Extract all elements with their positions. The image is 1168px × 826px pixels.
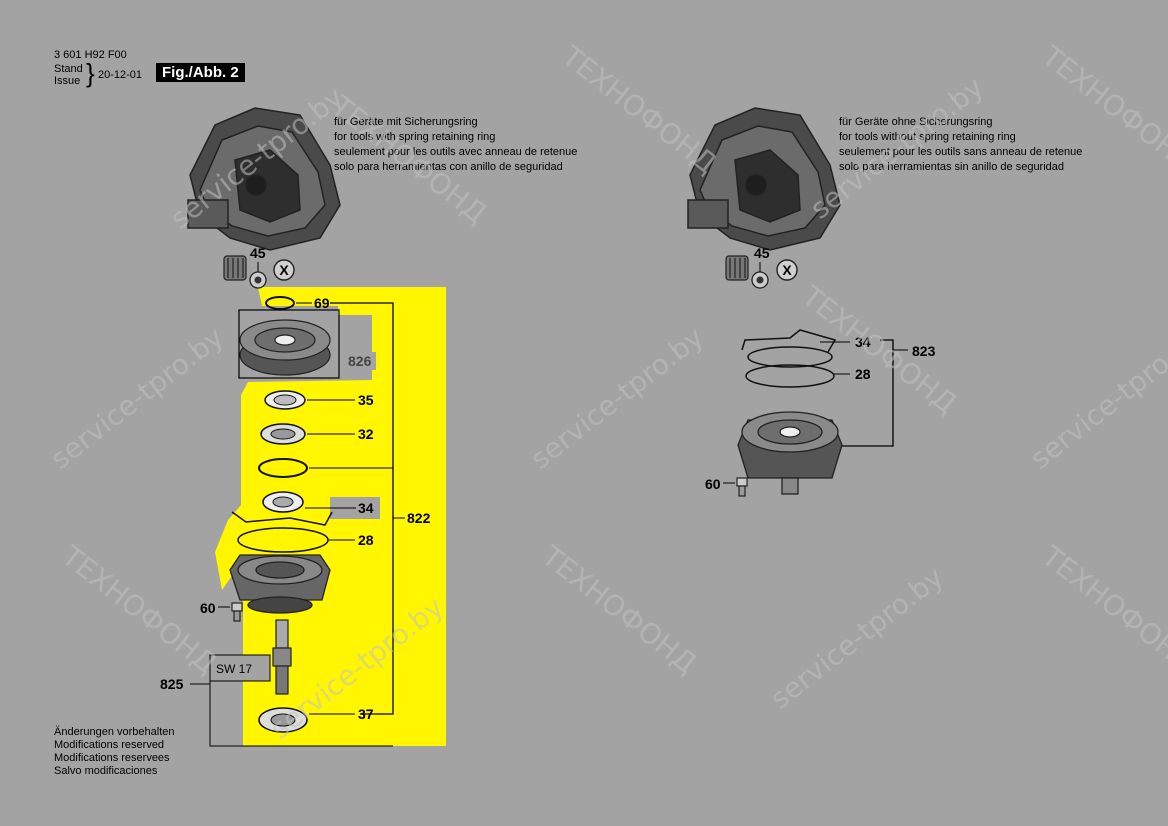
right-x-circle [776,259,798,281]
right-label-60: 60 [705,476,721,492]
watermark-text: ТЕХНОФОНД [55,539,223,680]
left-label-60: 60 [200,600,216,616]
modifications-line: Modifications reserved [54,739,165,751]
left-note: für Geräte mit Sicherungsring for tools … [334,115,577,175]
right-label-45: 45 [754,245,770,261]
left-label-34: 34 [358,500,374,516]
right-label-x: X [782,262,792,278]
left-bearing-37 [258,707,308,733]
left-label-35: 35 [358,392,374,408]
issue-label: Issue [54,75,81,87]
left-bevel-gear [239,319,331,376]
watermark-text: ТЕХНОФОНД [325,89,493,230]
left-screw-60 [231,602,243,622]
right-gear-housing [687,107,841,251]
right-note-line: für Geräte ohne Sicherungsring [839,116,993,128]
watermark-text: ТЕХНОФОНД [535,539,703,680]
left-spring-28 [231,511,333,526]
watermark-text: ТЕХНОФОНД [555,39,723,180]
left-nut [249,271,267,289]
left-bearing-34 [262,491,304,513]
issue-date: 20-12-01 [98,69,143,81]
stand-label: Stand [54,63,83,75]
right-label-28: 28 [855,366,871,382]
figure-label: Fig./Abb. 2 [156,63,245,82]
left-label-45: 45 [250,245,266,261]
left-retaining-ring [258,458,308,478]
watermark-text: service-tpro.by [524,320,710,475]
left-gear-housing [187,107,341,251]
right-note-line: seulement pour les outils sans anneau de… [839,146,1083,158]
watermark-text: service-tpro.by [44,320,230,475]
left-bearing-32 [260,423,306,445]
right-note: für Geräte ohne Sicherungsring for tools… [839,115,1082,175]
left-note-line: for tools with spring retaining ring [334,131,496,143]
right-spring-34 [741,329,837,353]
left-bearing-flange [229,554,331,614]
left-bracket-822 [330,302,394,715]
watermark-text: service-tpro.by [804,70,990,225]
modifications-line: Salvo modificaciones [54,765,158,777]
right-ring-34 [747,346,833,368]
left-label-69: 69 [314,295,330,311]
left-label-x: X [279,262,289,278]
left-x-circle [273,259,295,281]
right-note-line: solo para herramientas sin anillo de seg… [839,161,1065,173]
brace-glyph: } [86,58,95,88]
left-label-32: 32 [358,426,374,442]
watermark-text: service-tpro.by [764,560,950,715]
left-spindle-825 [272,619,292,695]
left-seal-35 [264,390,306,410]
right-flange-assembly [737,411,843,495]
left-note-line: solo para herramientas con anillo de seg… [334,161,563,173]
part-number: 3 601 H92 F00 [54,49,127,61]
right-label-823: 823 [912,343,936,359]
left-label-826: 826 [348,353,372,369]
left-note-line: seulement pour les outils avec anneau de… [334,146,578,158]
right-label-34: 34 [855,334,871,350]
modifications-line: Änderungen vorbehalten [54,726,175,738]
watermark-text: ТЕХНОФОНД [1035,539,1168,680]
right-nut [751,271,769,289]
left-note-line: für Geräte mit Sicherungsring [334,116,478,128]
left-label-28: 28 [358,532,374,548]
left-bracket-826 [238,309,340,379]
modifications-line: Modifications reservees [54,752,170,764]
right-screw-60 [736,477,748,497]
left-pinion [223,255,247,281]
right-bracket-823 [840,339,894,447]
left-label-825: 825 [160,676,184,692]
left-label-sw: SW 17 [216,662,252,676]
right-pinion [725,255,749,281]
right-note-line: for tools without spring retaining ring [839,131,1016,143]
left-label-822: 822 [407,510,431,526]
watermark-text: ТЕХНОФОНД [1035,39,1168,180]
right-ring-28 [745,364,835,388]
modifications-note: Änderungen vorbehalten Modifications res… [54,726,174,778]
left-spring-ring [265,296,295,310]
watermark-text: service-tpro.by [1024,320,1168,475]
